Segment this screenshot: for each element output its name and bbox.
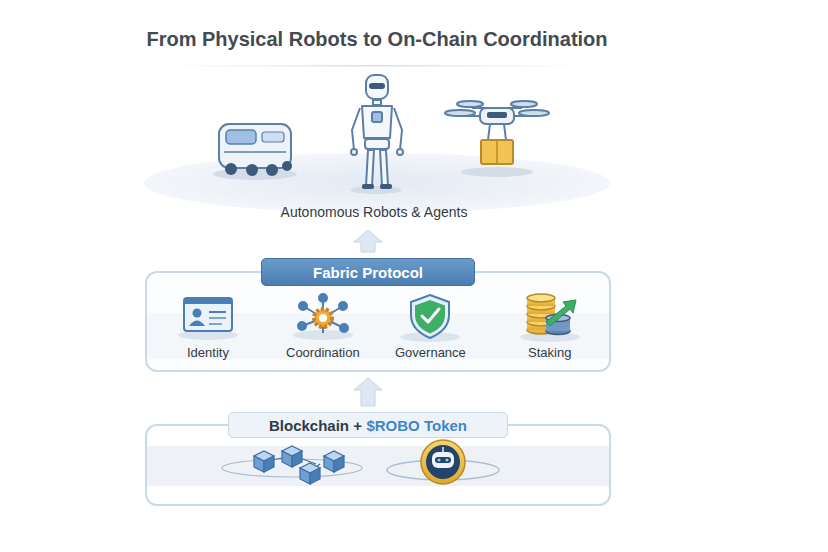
panel-band — [147, 446, 609, 486]
blockchain-cubes — [222, 446, 362, 484]
feature-label: Staking — [528, 345, 571, 360]
layer-label: Autonomous Robots & Agents — [281, 204, 468, 220]
governance-icon — [411, 295, 449, 338]
feature-label: Coordination — [286, 345, 360, 360]
flow-arrow — [354, 230, 382, 252]
identity-icon — [184, 298, 232, 331]
delivery-drone — [445, 101, 549, 177]
humanoid-robot — [350, 75, 403, 194]
heading-text: Fabric Protocol — [313, 264, 423, 281]
protocol-panel: Blockchain +$ROBO Token — [145, 412, 611, 506]
layer-label-box: Autonomous Robots & Agents — [145, 200, 611, 224]
coordination-icon — [298, 294, 348, 333]
feature-label: Governance — [395, 345, 466, 360]
panel-heading-tab: Fabric Protocol — [261, 258, 475, 286]
icon-shadows — [178, 330, 580, 342]
delivery-robot — [213, 124, 297, 180]
heading-text: Blockchain + — [269, 417, 362, 434]
staking-icon — [527, 294, 576, 335]
title-rule — [150, 65, 600, 67]
robo-token-coin — [387, 440, 499, 484]
diagram-title: From Physical Robots to On-Chain Coordin… — [0, 28, 754, 51]
feature-label: Identity — [187, 345, 229, 360]
panel-heading-tab: Blockchain +$ROBO Token — [228, 412, 508, 438]
flow-arrow — [354, 378, 382, 406]
panel-fill — [147, 273, 609, 369]
heading-text: $ROBO Token — [366, 417, 467, 434]
